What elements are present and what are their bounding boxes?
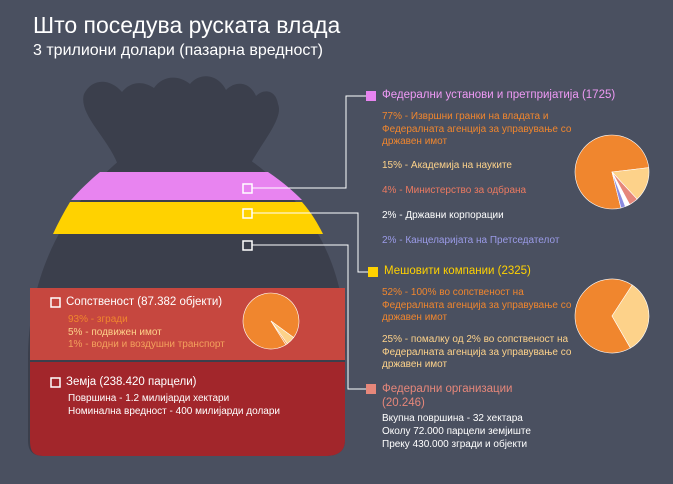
mc-item-full: 52% - 100% во сопственост на Федералната… — [382, 287, 572, 323]
fi-item-president: 2% - Канцеларијата на Претседателот — [382, 235, 560, 246]
fi-item-corporations: 2% - Државни корпорации — [382, 210, 504, 221]
property-heading: Сопственост (87.382 објекти) — [66, 296, 223, 308]
land-heading: Земја (238.420 парцели) — [66, 376, 197, 388]
connector-federal-institutions — [252, 95, 366, 189]
band-mixed-companies — [53, 202, 323, 234]
property-item-buildings: 93% - згради — [68, 314, 128, 325]
fi-item-defense: 4% - Министерство за одбрана — [382, 185, 527, 196]
pie-slice-2-2 — [270, 320, 288, 346]
pie-federal-institutions — [574, 134, 650, 210]
band-federal-institutions — [71, 172, 302, 200]
mc-item-partial: 25% - помалку од 2% во сопственост на Фе… — [382, 334, 572, 370]
federal-institutions-heading: Федерални установи и претпријатија (1725… — [382, 89, 616, 101]
fi-item-executive: 77% - Извршни гранки на владата и Федера… — [382, 111, 572, 147]
fo-detail-area: Вкупна површина - 32 хектара — [382, 413, 523, 424]
land-detail-area: Површина - 1.2 милијарди хектари — [68, 393, 230, 404]
pie-slice-0-4 — [611, 171, 626, 209]
checkbox-land — [50, 377, 61, 388]
legend-square-mixed-companies — [368, 267, 378, 277]
legend-square-federal-organizations — [366, 384, 376, 394]
checkbox-property — [50, 297, 61, 308]
federal-organizations-heading: Федерални организации — [382, 383, 513, 395]
band-land — [30, 362, 345, 456]
pie-mixed-companies — [574, 278, 650, 354]
pie-property — [242, 292, 300, 350]
mixed-companies-heading: Мешовити компании (2325) — [384, 265, 531, 277]
connector-mixed-companies — [252, 212, 368, 273]
bag-silhouette — [83, 76, 280, 165]
pie-slice-1-0 — [574, 278, 633, 354]
legend-square-federal-institutions — [366, 91, 376, 101]
property-item-movable: 5% - подвижен имот — [68, 327, 162, 338]
fo-detail-parcels: Околу 72.000 парцели земјиште — [382, 426, 531, 437]
property-item-transport: 1% - водни и воздушни транспорт — [68, 339, 225, 350]
federal-organizations-count: (20.246) — [382, 397, 425, 409]
page-title: Што поседува руската влада — [33, 12, 341, 38]
connector-federal-organizations — [252, 244, 366, 390]
fo-detail-buildings: Преку 430.000 згради и објекти — [382, 439, 528, 450]
land-detail-value: Номинална вредност - 400 милијарди долар… — [68, 406, 281, 417]
fi-item-academy: 15% - Академија на науките — [382, 160, 512, 171]
page-subtitle: 3 трилиони долари (пазарна вредност) — [33, 42, 323, 59]
pie-slice-1-1 — [611, 284, 650, 349]
